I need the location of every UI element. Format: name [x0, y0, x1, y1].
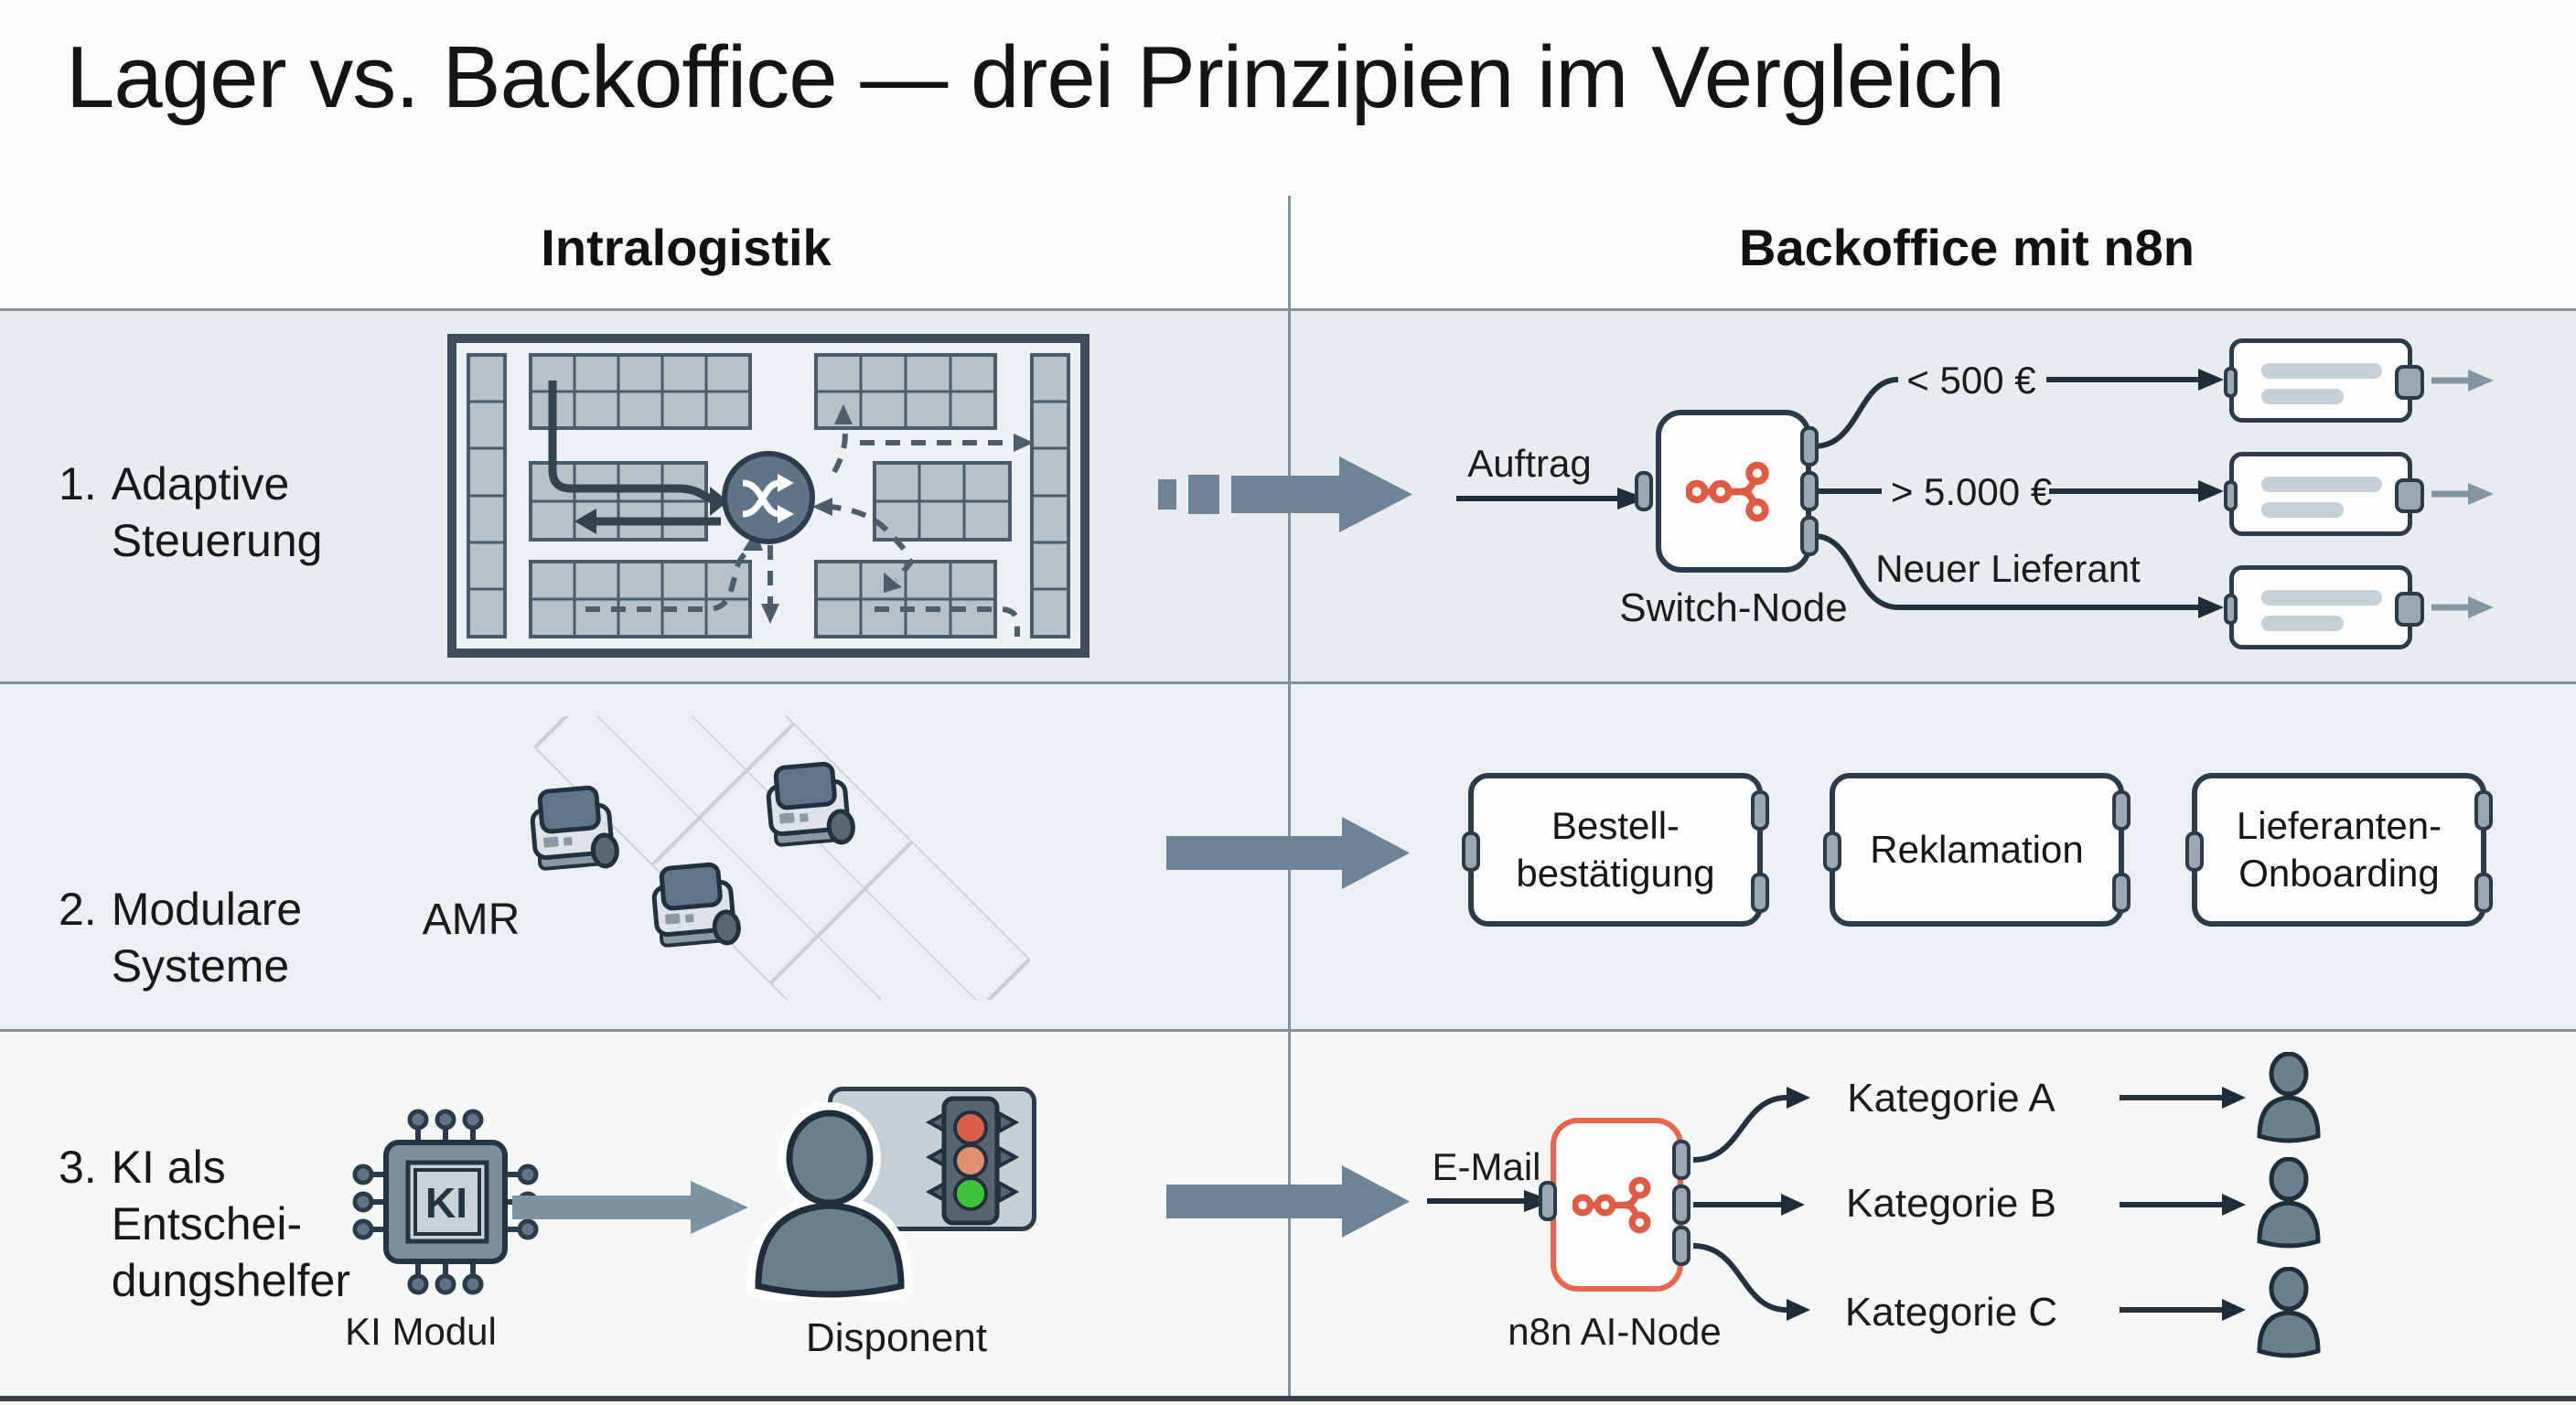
auftrag-arrow: [1456, 488, 1647, 509]
person-icon: [2257, 1052, 2321, 1143]
ki-chip-icon: KI: [352, 1109, 539, 1295]
switch-node-output-port-3: [1800, 516, 1819, 556]
row1-transfer-arrow: [1158, 456, 1412, 532]
card-input-port: [2224, 480, 2238, 511]
node-output-port: [1751, 790, 1769, 831]
ai-node-label: n8n AI-Node: [1508, 1310, 1722, 1353]
card-input-port: [2224, 367, 2238, 398]
node-reklamation: Reklamation: [1823, 773, 2131, 927]
n8n-branch-icon: [1686, 461, 1769, 521]
n8n-branch-icon: [1572, 1176, 1650, 1233]
node-lieferanten-onboarding: Lieferanten- Onboarding: [2185, 773, 2493, 927]
card-text-bar: [2261, 363, 2382, 379]
card-output-port: [2395, 478, 2424, 513]
node-output-port: [2112, 873, 2131, 913]
switch-node-output-port-1: [1800, 426, 1819, 467]
person-icon: [2257, 1267, 2321, 1358]
kategorie-b-label: Kategorie B: [1846, 1181, 2056, 1226]
result-card-3: [2224, 565, 2424, 649]
n8n-ai-node: [1551, 1118, 1683, 1292]
person-icon: [2257, 1157, 2321, 1249]
row2-number: 2.: [59, 884, 97, 935]
node-label: Reklamation: [1870, 827, 2084, 871]
switch-branch-wires: [1813, 369, 2224, 618]
switch-node-output-port-2: [1800, 471, 1819, 511]
node-label: Bestell- bestätigung: [1516, 803, 1715, 896]
node-output-port: [2112, 790, 2131, 831]
node-input-port: [1823, 831, 1841, 872]
column-divider: [1288, 196, 1291, 1396]
traffic-light-icon: [925, 1096, 1020, 1226]
amr-fleet-illustration: [530, 716, 1031, 1000]
row1-number: 1.: [59, 458, 97, 509]
branch-label-over-5000: > 5.000 €: [1890, 470, 2053, 513]
amr-robot-icon: [651, 862, 741, 948]
card-text-bar: [2261, 477, 2382, 492]
shuffle-icon: [722, 451, 815, 544]
node-input-port: [2185, 831, 2204, 872]
node-input-port: [1462, 831, 1480, 872]
card-text-bar: [2261, 502, 2344, 518]
email-label: E-Mail: [1432, 1145, 1541, 1188]
node-bestellbestaetigung: Bestell- bestätigung: [1462, 773, 1769, 927]
disponent-label: Disponent: [805, 1315, 988, 1360]
amr-label: AMR: [422, 896, 521, 944]
card-output-port: [2395, 365, 2424, 400]
card-text-bar: [2261, 590, 2382, 606]
amr-robot-icon: [766, 761, 855, 847]
row3-transfer-arrow: [1166, 1165, 1410, 1238]
row2-label-text: Modulare Systeme: [111, 884, 303, 992]
result-card-1: [2224, 338, 2424, 423]
row1-label-text: Adaptive Steuerung: [111, 458, 323, 566]
ai-node-output-port-2: [1672, 1185, 1690, 1225]
row3-label-text: KI als Entschei- dungshelfer: [111, 1142, 351, 1306]
node-output-port: [1751, 873, 1769, 913]
node-label: Lieferanten- Onboarding: [2236, 803, 2442, 896]
warehouse-layout-illustration: [447, 334, 1089, 658]
card-input-port: [2224, 594, 2238, 625]
email-arrow: [1427, 1190, 1553, 1212]
ki-modul-label: KI Modul: [345, 1310, 497, 1353]
ai-node-input-port: [1539, 1181, 1557, 1221]
column-header-intralogistik: Intralogistik: [541, 219, 832, 276]
card1-exit-arrow: [2431, 370, 2494, 391]
card2-exit-arrow: [2431, 483, 2494, 505]
switch-node: [1656, 410, 1811, 573]
card-text-bar: [2261, 389, 2344, 404]
row2-transfer-arrow: [1166, 817, 1410, 889]
page-title: Lager vs. Backoffice — drei Prinzipien i…: [66, 28, 2005, 126]
node-output-port: [2474, 790, 2493, 831]
switch-node-input-port: [1635, 471, 1653, 511]
kategorie-a-label: Kategorie A: [1847, 1076, 2055, 1121]
chip-to-disponent-arrow: [512, 1181, 748, 1234]
ai-node-output-port-3: [1672, 1226, 1690, 1266]
row1-label: 1. Adaptive Steuerung: [59, 456, 388, 569]
ai-node-output-port-1: [1672, 1140, 1690, 1180]
switch-node-label: Switch-Node: [1619, 585, 1848, 630]
disponent-person-icon: [746, 1102, 913, 1301]
card-text-bar: [2261, 616, 2344, 631]
ki-chip-text: KI: [425, 1179, 467, 1227]
row3-number: 3.: [59, 1142, 97, 1193]
auftrag-label: Auftrag: [1467, 442, 1592, 485]
branch-label-under-500: < 500 €: [1906, 359, 2036, 402]
branch-label-neuer-lieferant: Neuer Lieferant: [1875, 547, 2141, 590]
card3-exit-arrow: [2431, 596, 2494, 618]
row2-label: 2. Modulare Systeme: [59, 881, 406, 994]
row3-label: 3. KI als Entschei- dungshelfer: [59, 1139, 406, 1309]
result-card-2: [2224, 452, 2424, 536]
card-output-port: [2395, 592, 2424, 627]
ai-category-wires: [1692, 1087, 2246, 1321]
amr-robot-icon: [530, 785, 619, 871]
kategorie-c-label: Kategorie C: [1844, 1290, 2058, 1335]
bottom-edge-line: [0, 1396, 2576, 1401]
node-output-port: [2474, 873, 2493, 913]
column-header-backoffice: Backoffice mit n8n: [1739, 219, 2195, 276]
